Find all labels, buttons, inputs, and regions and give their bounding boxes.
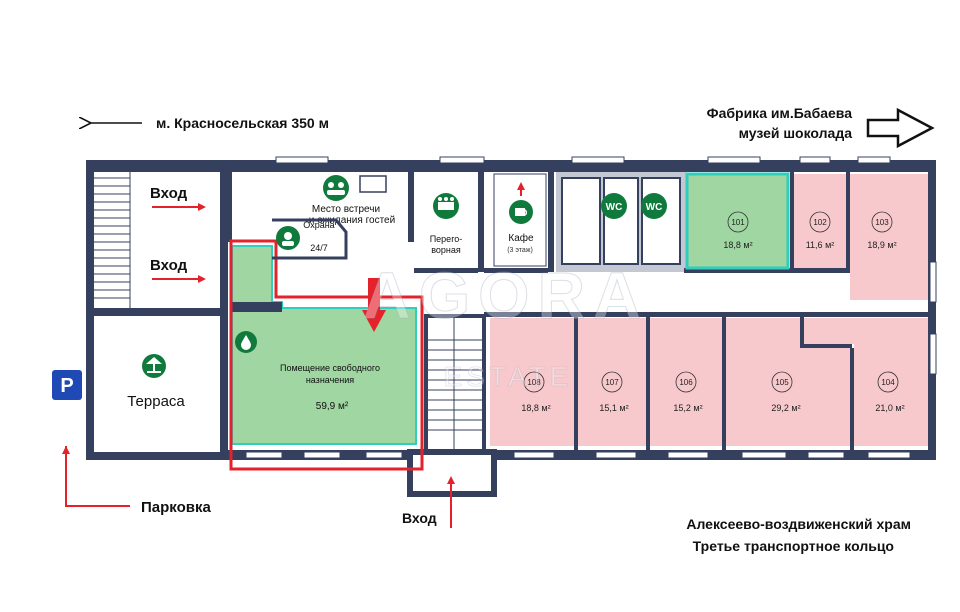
entrance-label-bottom: Вход bbox=[150, 257, 188, 274]
room-107[interactable] bbox=[578, 318, 646, 446]
room-101[interactable] bbox=[685, 172, 790, 270]
room-102[interactable] bbox=[794, 174, 846, 268]
coffee-cup-icon bbox=[509, 200, 533, 224]
room-108-marker bbox=[523, 371, 545, 393]
windows bbox=[245, 156, 937, 459]
room-106-marker bbox=[675, 371, 697, 393]
meeting-label-1: Место встречи bbox=[312, 204, 380, 215]
stairs-left bbox=[94, 172, 131, 308]
free-room-title-1: Помещение свободного bbox=[280, 363, 380, 373]
room-108[interactable] bbox=[490, 318, 574, 446]
parking-sign-icon bbox=[52, 370, 82, 400]
room-101-number: 101 bbox=[731, 218, 745, 227]
room-103[interactable] bbox=[850, 174, 928, 300]
highlight-outline bbox=[229, 239, 424, 471]
free-room-title-2: назначения bbox=[306, 375, 354, 385]
negotiation-icon bbox=[433, 193, 459, 219]
factory-arrow-icon bbox=[866, 107, 935, 149]
wc-icon-1: WC bbox=[601, 193, 627, 219]
security-label-2: 24/7 bbox=[310, 243, 328, 253]
meeting-icon bbox=[323, 175, 349, 201]
wc-label-2: WC bbox=[646, 202, 663, 213]
partition-wall bbox=[232, 302, 282, 312]
watermark-brand: AGORA bbox=[363, 258, 649, 332]
entrance-label-main: Вход bbox=[402, 510, 437, 526]
meeting-label-2: и ожидания гостей bbox=[309, 215, 395, 226]
metro-label: м. Красносельская 350 м bbox=[156, 115, 329, 131]
security-desk bbox=[272, 218, 348, 260]
room-102-area: 11,6 м² bbox=[806, 240, 835, 250]
room-104-area: 21,0 м² bbox=[875, 403, 904, 413]
room-106-area: 15,2 м² bbox=[673, 403, 702, 413]
room-103-area: 18,9 м² bbox=[867, 240, 896, 250]
landmark-label-2: Третье транспортное кольцо bbox=[693, 538, 894, 554]
room-105-number: 105 bbox=[775, 378, 789, 387]
cafe-label: Кафе bbox=[508, 232, 534, 244]
room-104-number: 104 bbox=[881, 378, 895, 387]
wc-icon-2: WC bbox=[641, 193, 667, 219]
landmark-label-1: Алексеево-воздвиженский храм bbox=[686, 516, 911, 532]
room-102-number: 102 bbox=[813, 218, 827, 227]
watermark-sub: ESTATE bbox=[444, 361, 573, 392]
room-107-marker bbox=[601, 371, 623, 393]
negotiation-label-1: Перего- bbox=[430, 234, 463, 244]
room-106[interactable] bbox=[650, 318, 722, 446]
room-104-marker bbox=[877, 371, 899, 393]
wc-label-1: WC bbox=[606, 202, 623, 213]
room-102-marker bbox=[809, 211, 831, 233]
terrace-icon bbox=[142, 354, 166, 378]
room-108-number: 108 bbox=[527, 378, 541, 387]
terrace-area bbox=[94, 316, 220, 452]
room-103-marker bbox=[871, 211, 893, 233]
stairs-center bbox=[428, 318, 482, 450]
security-guard-icon bbox=[276, 226, 300, 250]
entrance-label-top: Вход bbox=[150, 185, 188, 202]
room-105-marker bbox=[771, 371, 793, 393]
room-101-marker bbox=[727, 211, 749, 233]
sofa-icon bbox=[359, 175, 387, 193]
parking-sign-letter: P bbox=[60, 375, 73, 397]
room-108-area: 18,8 м² bbox=[521, 403, 550, 413]
room-106-number: 106 bbox=[679, 378, 693, 387]
negotiation-room[interactable] bbox=[416, 176, 476, 266]
security-label-1: Охрана bbox=[303, 220, 334, 230]
negotiation-label-2: ворная bbox=[431, 245, 461, 255]
room-104[interactable] bbox=[804, 318, 928, 446]
water-drop-icon bbox=[235, 331, 257, 353]
room-105[interactable] bbox=[726, 318, 850, 446]
room-103-number: 103 bbox=[875, 218, 889, 227]
room-107-area: 15,1 м² bbox=[599, 403, 628, 413]
terrace-label: Терраса bbox=[127, 393, 185, 410]
cafe-sublabel: (3 этаж) bbox=[507, 247, 533, 254]
parking-label: Парковка bbox=[141, 499, 211, 516]
wc-block bbox=[561, 177, 681, 265]
room-105-area: 29,2 м² bbox=[771, 403, 800, 413]
parking-route bbox=[65, 446, 130, 507]
highlight-arrow-icon bbox=[362, 278, 386, 332]
factory-label-2: музей шоколада bbox=[739, 125, 853, 141]
room-107-number: 107 bbox=[605, 378, 619, 387]
room-101-area: 18,8 м² bbox=[723, 240, 752, 250]
factory-label-1: Фабрика им.Бабаева bbox=[707, 105, 853, 121]
free-room-area: 59,9 м² bbox=[316, 401, 349, 412]
